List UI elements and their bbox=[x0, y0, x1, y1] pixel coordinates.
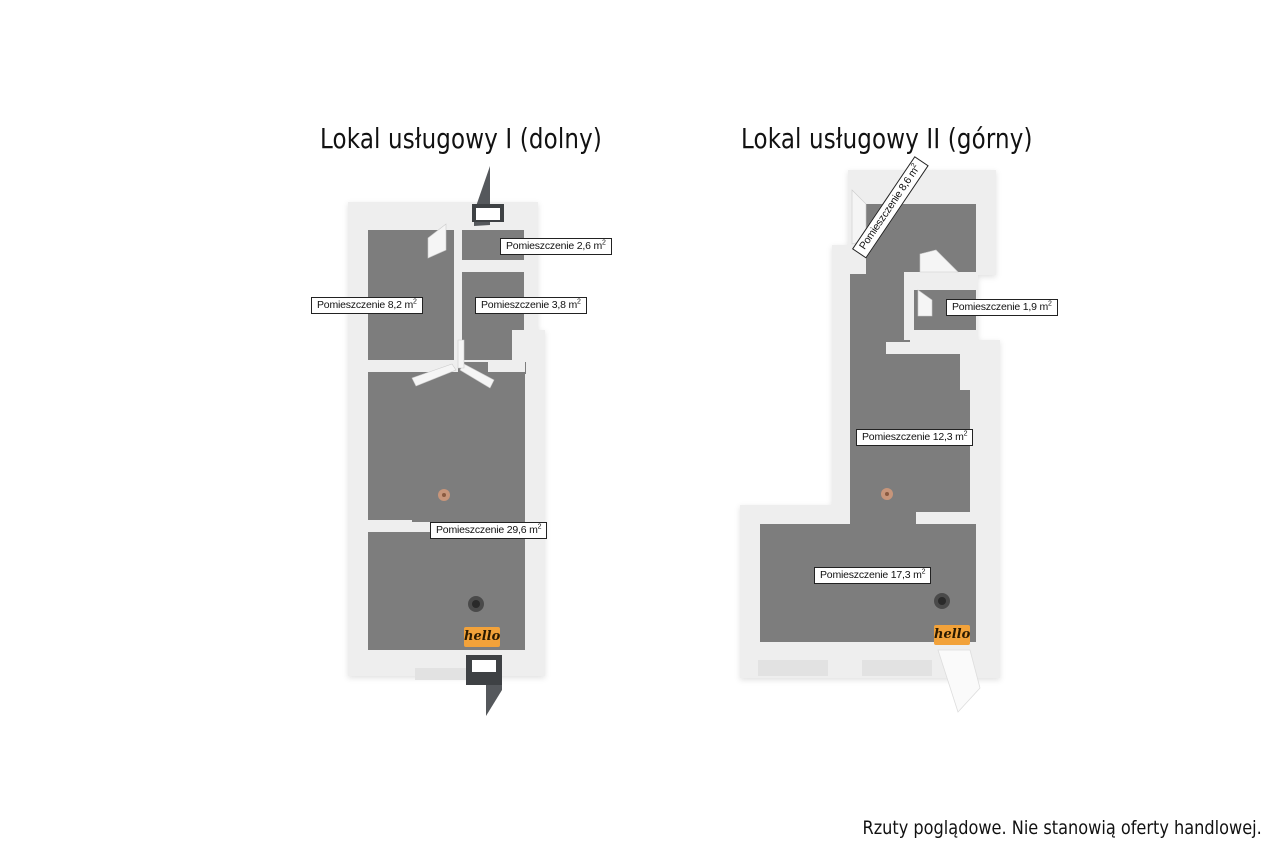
plan-upper bbox=[740, 170, 1000, 713]
ceiling-lamp-icon bbox=[438, 489, 450, 501]
welcome-mat: hello bbox=[464, 627, 500, 647]
room-label: Pomieszczenie 12,3 m2 bbox=[856, 429, 974, 446]
room-label: Pomieszczenie 17,3 m2 bbox=[814, 567, 932, 584]
welcome-mat: hello bbox=[934, 625, 970, 645]
room-label: Pomieszczenie 29,6 m2 bbox=[430, 522, 548, 539]
floor bbox=[368, 230, 526, 650]
entry-door-bottom bbox=[937, 649, 981, 713]
plan-lower bbox=[348, 166, 545, 716]
plan-title-lower: Lokal usługowy I (dolny) bbox=[320, 122, 603, 155]
room-label: Pomieszczenie 1,9 m2 bbox=[946, 299, 1058, 316]
camera-marker-icon bbox=[934, 593, 950, 609]
room-label: Pomieszczenie 8,2 m2 bbox=[311, 297, 423, 314]
room-label: Pomieszczenie 2,6 m2 bbox=[500, 238, 612, 255]
room-label: Pomieszczenie 3,8 m2 bbox=[475, 297, 587, 314]
ceiling-lamp-icon bbox=[881, 488, 893, 500]
plan-title-upper: Lokal usługowy II (górny) bbox=[741, 122, 1033, 155]
disclaimer-text: Rzuty poglądowe. Nie stanowią oferty han… bbox=[862, 817, 1262, 839]
camera-marker-icon bbox=[468, 596, 484, 612]
